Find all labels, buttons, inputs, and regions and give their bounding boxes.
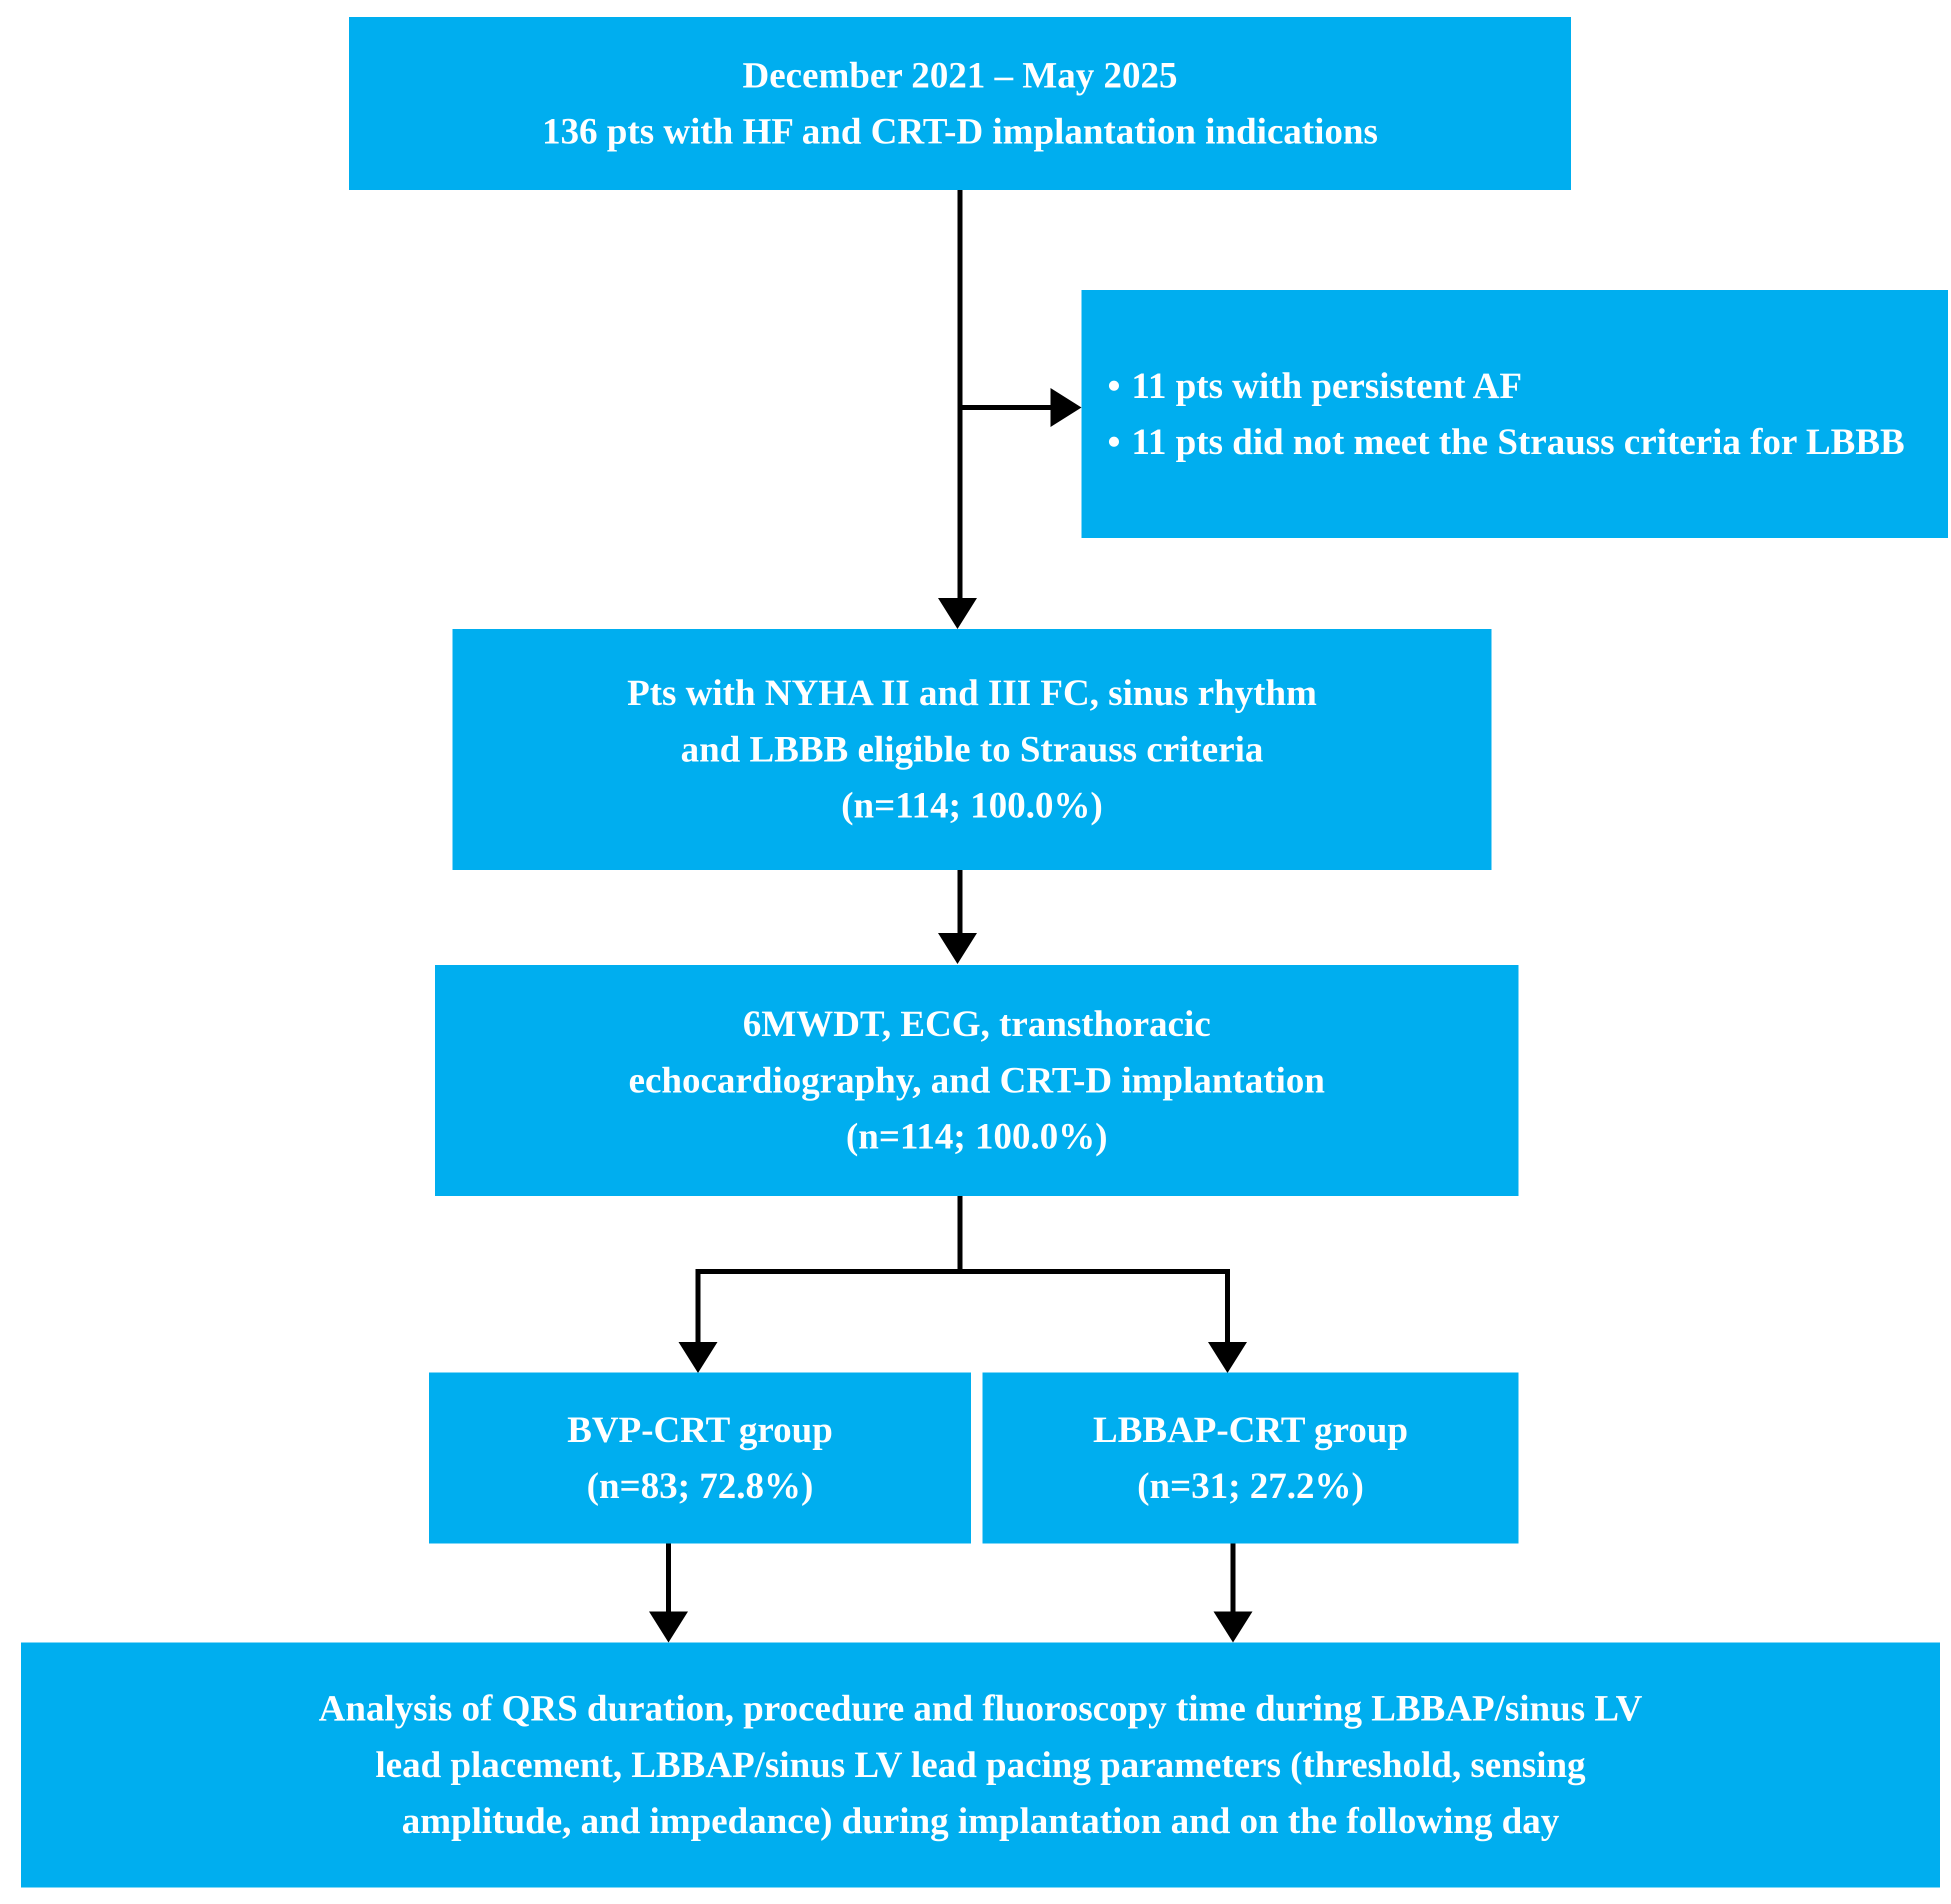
exclusion-list-item: • 11 pts with persistent AF — [1108, 358, 1922, 414]
flow-node-exclusions: • 11 pts with persistent AF • 11 pts did… — [1082, 290, 1948, 538]
analysis-line-1: Analysis of QRS duration, procedure and … — [318, 1688, 1642, 1730]
flow-node-eligible-cohort: Pts with NYHA II and III FC, sinus rhyth… — [452, 629, 1492, 870]
analysis-line-2: lead placement, LBBAP/sinus LV lead paci… — [375, 1744, 1586, 1786]
connector-workup-stem — [958, 1196, 962, 1274]
connector-eligible-to-workup — [958, 870, 962, 934]
bullet-icon: • — [1108, 422, 1120, 462]
connector-branch-to-exclusions — [958, 405, 1052, 410]
workup-line-2: echocardiography, and CRT-D implantation — [628, 1060, 1325, 1101]
enrollment-line-1: December 2021 – May 2025 — [742, 54, 1178, 96]
flow-node-lbbap-crt-group: LBBAP-CRT group (n=31; 27.2%) — [982, 1372, 1518, 1544]
flow-node-bvp-crt-group: BVP-CRT group (n=83; 72.8%) — [429, 1372, 971, 1544]
lbbap-group-label: LBBAP-CRT group — [1093, 1409, 1408, 1450]
connector-enrollment-to-eligible — [958, 190, 962, 599]
arrow-down-icon — [1208, 1342, 1247, 1373]
eligible-count: (n=114; 100.0%) — [841, 785, 1103, 826]
eligible-line-2: and LBBB eligible to Strauss criteria — [680, 728, 1264, 770]
bvp-group-count: (n=83; 72.8%) — [586, 1466, 814, 1506]
arrow-down-icon — [938, 933, 977, 964]
arrow-down-icon — [678, 1342, 718, 1373]
connector-lbbap-to-analysis — [1230, 1544, 1236, 1612]
connector-bvp-to-analysis — [666, 1544, 671, 1612]
workup-count: (n=114; 100.0%) — [846, 1116, 1108, 1158]
arrow-right-icon — [1050, 388, 1082, 427]
arrow-down-icon — [649, 1612, 688, 1642]
flow-node-analysis: Analysis of QRS duration, procedure and … — [21, 1642, 1940, 1888]
flow-node-enrollment: December 2021 – May 2025 136 pts with HF… — [349, 17, 1571, 190]
exclusion-list-item: • 11 pts did not meet the Strauss criter… — [1108, 414, 1922, 470]
connector-split-to-lbbap — [1225, 1269, 1230, 1343]
exclusion-item-1-label: 11 pts with persistent AF — [1131, 365, 1522, 406]
enrollment-line-2: 136 pts with HF and CRT-D implantation i… — [542, 111, 1378, 152]
bullet-icon: • — [1108, 365, 1120, 406]
connector-split-bar — [696, 1269, 1230, 1274]
analysis-line-3: amplitude, and impedance) during implant… — [402, 1800, 1560, 1842]
eligible-line-1: Pts with NYHA II and III FC, sinus rhyth… — [627, 672, 1317, 714]
arrow-down-icon — [938, 598, 977, 629]
connector-split-to-bvp — [696, 1269, 700, 1343]
flow-node-workup: 6MWDT, ECG, transthoracic echocardiograp… — [435, 965, 1518, 1196]
exclusion-item-2-label: 11 pts did not meet the Strauss criteria… — [1131, 422, 1905, 462]
arrow-down-icon — [1214, 1612, 1252, 1642]
lbbap-group-count: (n=31; 27.2%) — [1137, 1466, 1364, 1506]
bvp-group-label: BVP-CRT group — [567, 1409, 833, 1450]
workup-line-1: 6MWDT, ECG, transthoracic — [742, 1004, 1211, 1045]
